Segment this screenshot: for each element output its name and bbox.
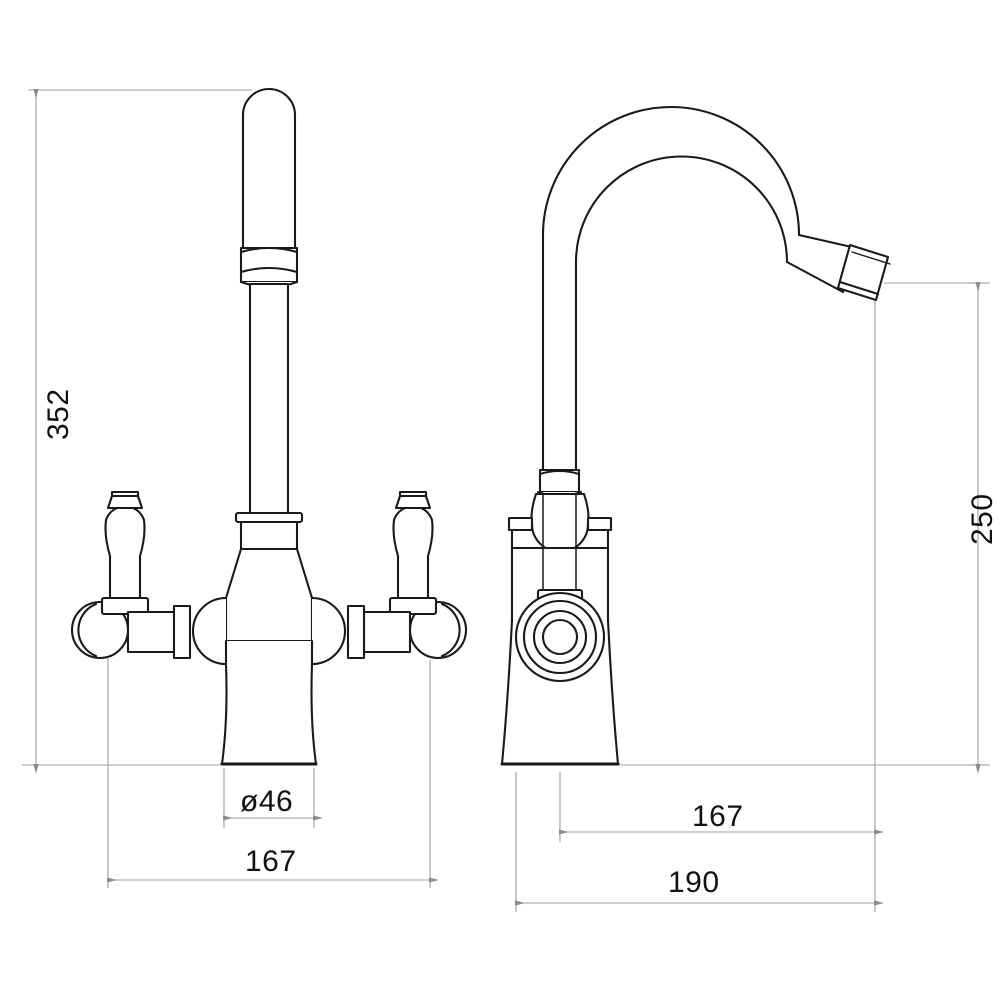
side-spout-aerator-top xyxy=(851,251,891,265)
front-right-ball-joint xyxy=(310,596,347,666)
front-body-flange xyxy=(234,511,304,524)
front-spout-collar xyxy=(239,246,299,284)
front-left-ball-joint xyxy=(191,596,228,666)
side-spout-goose-neck xyxy=(541,106,858,472)
front-left-handle-cap-bead xyxy=(110,490,140,498)
dimension-label-190: 190 xyxy=(668,866,720,899)
front-right-handle-cap xyxy=(394,494,432,510)
front-right-handle-lever xyxy=(392,505,434,600)
side-elevation-view xyxy=(500,106,891,766)
front-left-spindle-collar xyxy=(172,604,192,660)
dimension-label-352: 352 xyxy=(42,388,75,440)
side-body-bulb xyxy=(530,492,590,554)
front-left-spindle xyxy=(126,610,176,654)
front-body-shoulder xyxy=(224,547,314,643)
front-right-handle-ball-clip xyxy=(440,602,461,658)
front-left-handle-lever xyxy=(104,505,146,600)
front-spout-collar-bead-top xyxy=(239,246,299,254)
dimension-label-dia46: ø46 xyxy=(240,785,294,818)
side-right-spindle-stub xyxy=(586,516,613,532)
front-left-handle-ball-clip xyxy=(77,602,98,658)
front-spout-collar-bead-bottom xyxy=(239,266,299,274)
front-body-neck xyxy=(239,520,299,551)
front-right-spindle-collar xyxy=(346,604,366,660)
front-spout-shaft xyxy=(248,282,290,517)
front-base-skirt xyxy=(220,639,318,766)
side-spout-aerator-lip xyxy=(838,280,880,296)
front-left-handle-cap xyxy=(106,494,144,510)
dimension-lines-group xyxy=(22,89,990,912)
side-rosette-centre xyxy=(541,618,579,656)
front-right-handle-cap-bead xyxy=(398,490,428,498)
front-elevation-view xyxy=(70,87,468,766)
dimension-label-side-167: 167 xyxy=(692,800,744,833)
front-right-spindle xyxy=(362,610,412,654)
dimension-label-front-167: 167 xyxy=(245,845,297,878)
side-spout-collar-bead xyxy=(538,469,581,476)
dimension-label-250: 250 xyxy=(966,493,999,545)
side-left-spindle-stub xyxy=(507,516,534,532)
front-spout-tube xyxy=(241,87,297,252)
